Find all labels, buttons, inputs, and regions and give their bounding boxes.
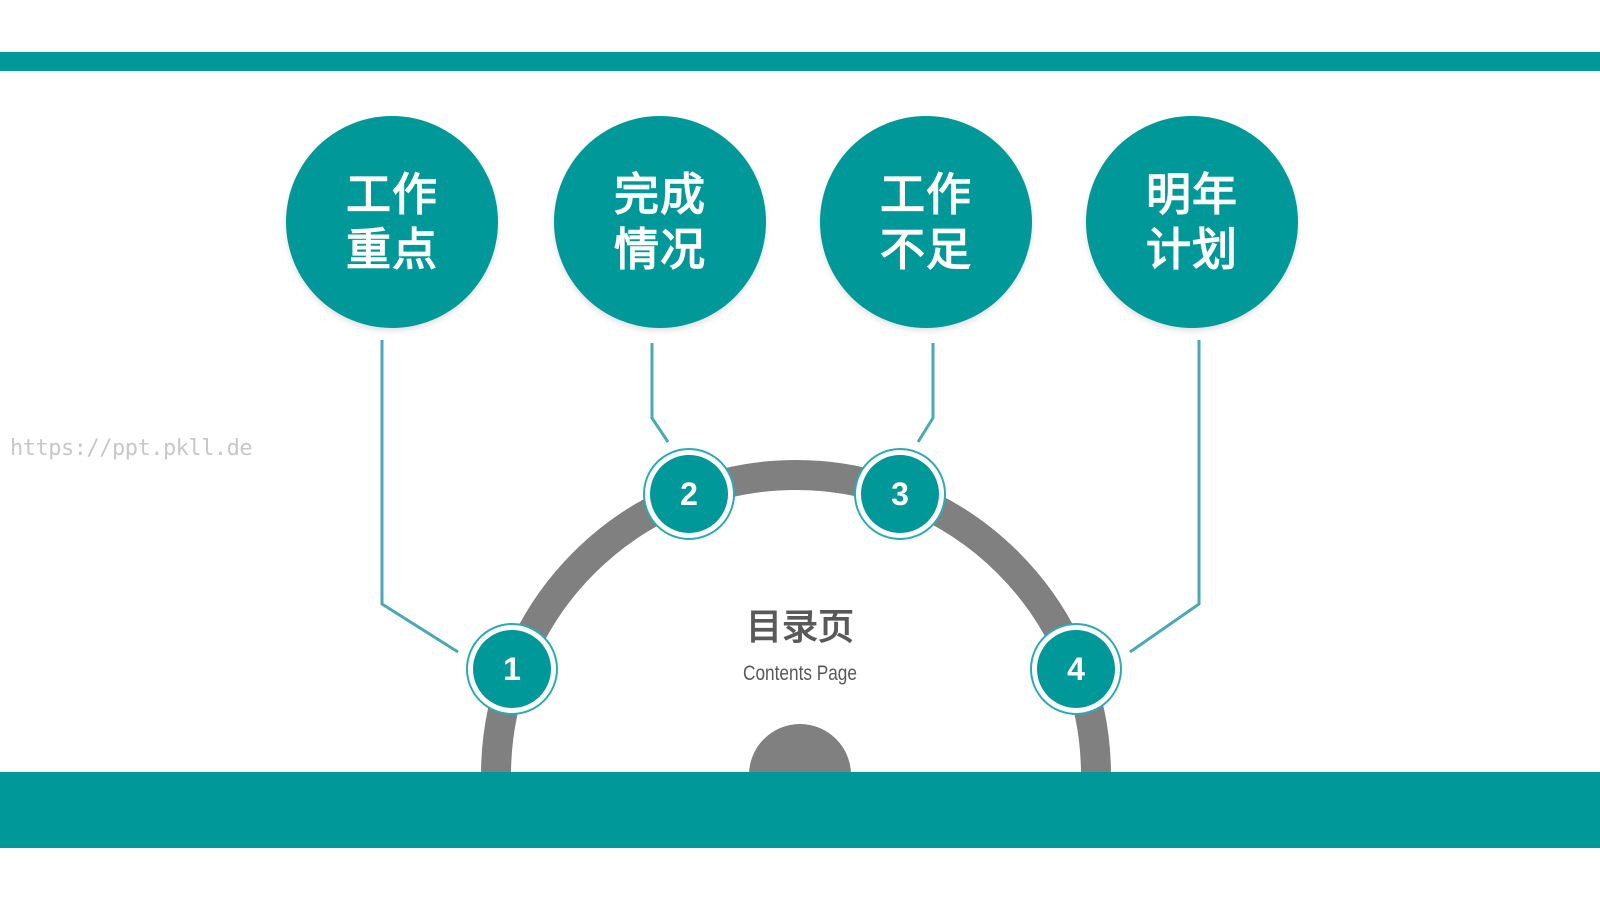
connector-line-3 bbox=[916, 343, 935, 443]
topic-1-line-1: 工作 bbox=[345, 168, 438, 221]
connector-line-2 bbox=[650, 343, 670, 443]
topic-1-line-2: 重点 bbox=[345, 223, 438, 276]
center-semicircle bbox=[749, 724, 851, 775]
bottom-banner-bar bbox=[0, 772, 1600, 848]
connector-line-4 bbox=[1129, 340, 1201, 654]
number-node-4: 4 bbox=[1030, 623, 1122, 715]
topic-circle-2: 完成 情况 bbox=[554, 116, 766, 328]
topic-3-line-1: 工作 bbox=[879, 168, 972, 221]
topic-4-line-2: 计划 bbox=[1145, 223, 1238, 276]
topic-circle-4: 明年 计划 bbox=[1086, 116, 1298, 328]
connector-line-1 bbox=[380, 340, 459, 654]
number-node-3-label: 3 bbox=[861, 455, 939, 533]
number-node-2: 2 bbox=[643, 448, 735, 540]
topic-circle-3: 工作 不足 bbox=[820, 116, 1032, 328]
top-banner-bar bbox=[0, 52, 1600, 71]
number-node-2-label: 2 bbox=[650, 455, 728, 533]
topic-2-line-1: 完成 bbox=[613, 168, 706, 221]
number-node-1: 1 bbox=[466, 623, 558, 715]
number-node-4-label: 4 bbox=[1037, 630, 1115, 708]
topic-circle-1: 工作 重点 bbox=[286, 116, 498, 328]
number-node-1-label: 1 bbox=[473, 630, 551, 708]
topic-4-line-1: 明年 bbox=[1145, 168, 1238, 221]
number-node-3: 3 bbox=[854, 448, 946, 540]
watermark-url: https://ppt.pkll.de bbox=[10, 436, 253, 461]
contents-subtitle: Contents Page bbox=[743, 662, 857, 685]
topic-3-line-2: 不足 bbox=[879, 223, 972, 276]
topic-2-line-2: 情况 bbox=[613, 223, 706, 276]
contents-title: 目录页 bbox=[745, 607, 854, 648]
